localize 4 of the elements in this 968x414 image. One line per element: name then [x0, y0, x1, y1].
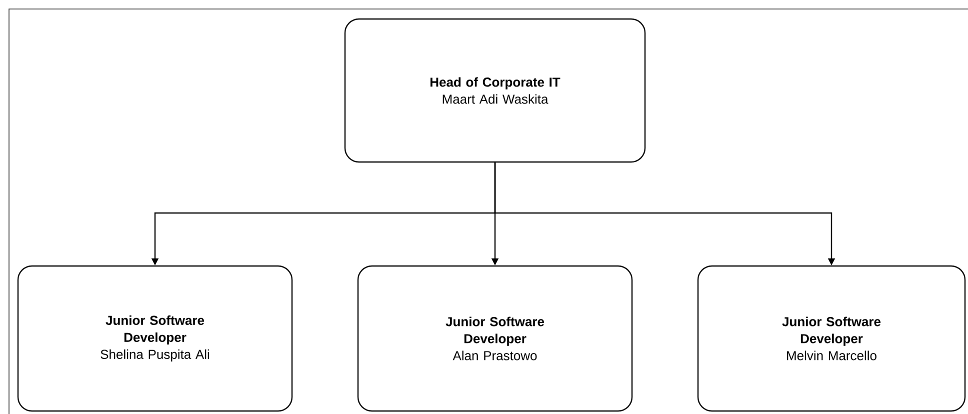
role-box: Head of Corporate IT Maart Adi Waskita — [344, 18, 646, 163]
role-box: Junior Software Developer Shelina Puspita Ali — [17, 265, 293, 412]
role-box: Junior Software Developer Melvin Marcello — [697, 265, 966, 412]
role-box: Junior Software Developer Alan Prastowo — [357, 265, 633, 412]
